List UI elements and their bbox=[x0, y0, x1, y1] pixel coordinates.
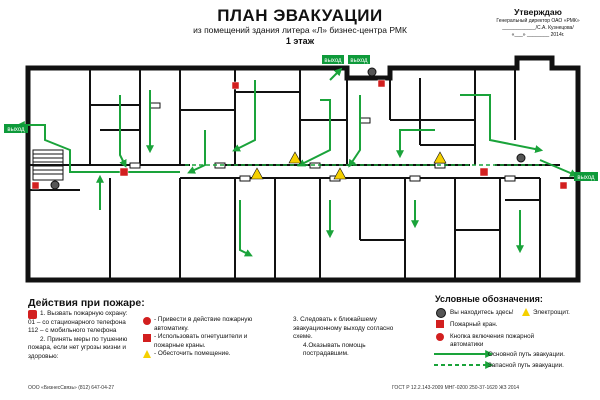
legend-main-route: Основной путь эвакуации. bbox=[488, 351, 565, 358]
electrical-panel-icons bbox=[250, 151, 447, 180]
footer-standard: ГОСТ Р 12.2.143-2009 МНГ-0200 250-37-162… bbox=[392, 385, 520, 391]
actions-title: Действия при пожаре: bbox=[28, 297, 145, 309]
exit-sign-north-1: выход bbox=[324, 58, 342, 64]
you-are-here-icons bbox=[50, 67, 526, 190]
fire-hose-legend-icon bbox=[436, 320, 444, 328]
legend-fire-button: Кнопка включения пожарной bbox=[450, 333, 535, 340]
actions-col2: - Привести в действие пожарную автоматик… bbox=[154, 316, 253, 357]
approval-signature: ____________/С.А. Кузнецова/ bbox=[502, 25, 574, 31]
approval-heading: Утверждаю bbox=[514, 7, 562, 17]
power-off-icon bbox=[143, 350, 151, 358]
page-title: ПЛАН ЭВАКУАЦИИ bbox=[217, 6, 383, 25]
legend-fire-button-cont: автоматики bbox=[450, 341, 484, 348]
doors bbox=[129, 102, 516, 182]
floor-label: 1 этаж bbox=[285, 36, 315, 46]
legend-reserve-route: Запасной путь эвакуации. bbox=[488, 362, 564, 369]
legend-fire-hose: Пожарный кран. bbox=[450, 321, 498, 328]
exit-sign-west: выход bbox=[7, 127, 25, 133]
footer-company: ООО «БизнесСвязь» (812) 647-04-27 bbox=[28, 385, 115, 391]
legend-you-are-here: Вы находитесь здесь! bbox=[450, 309, 514, 316]
main-evacuation-route bbox=[16, 67, 578, 257]
fire-automation-icon bbox=[143, 317, 151, 325]
fire-button-legend-icon bbox=[436, 333, 444, 341]
phone-icon bbox=[28, 310, 37, 319]
actions-col1: 1. Вызвать пожарную охрану: 01 – со стац… bbox=[28, 310, 128, 360]
actions-col3: 3. Следовать к ближайшему эвакуационному… bbox=[293, 316, 394, 357]
floor-plan: выход выход выход выход bbox=[4, 55, 598, 283]
fire-equipment-icons bbox=[31, 79, 568, 190]
exit-sign-east: выход bbox=[577, 175, 595, 181]
legend-electrical-panel: Электрощит. bbox=[533, 309, 570, 316]
exit-signs: выход выход выход выход bbox=[4, 55, 598, 181]
page-subtitle: из помещений здания литера «Л» бизнес-це… bbox=[193, 25, 407, 35]
exit-sign-north-2: выход bbox=[350, 58, 368, 64]
building-walls bbox=[25, 55, 581, 283]
electrical-panel-legend-icon bbox=[522, 308, 530, 316]
fire-extinguisher-icon bbox=[143, 334, 151, 342]
route-legend-arrows bbox=[434, 350, 494, 369]
you-are-here-legend-icon bbox=[436, 308, 446, 318]
approval-date: «___» ________ 2014г. bbox=[511, 32, 565, 38]
approval-position: Генеральный директор ОАО «РМК» bbox=[496, 18, 580, 24]
legend-title: Условные обозначения: bbox=[435, 294, 543, 304]
approval-block: Утверждаю Генеральный директор ОАО «РМК»… bbox=[478, 7, 598, 39]
